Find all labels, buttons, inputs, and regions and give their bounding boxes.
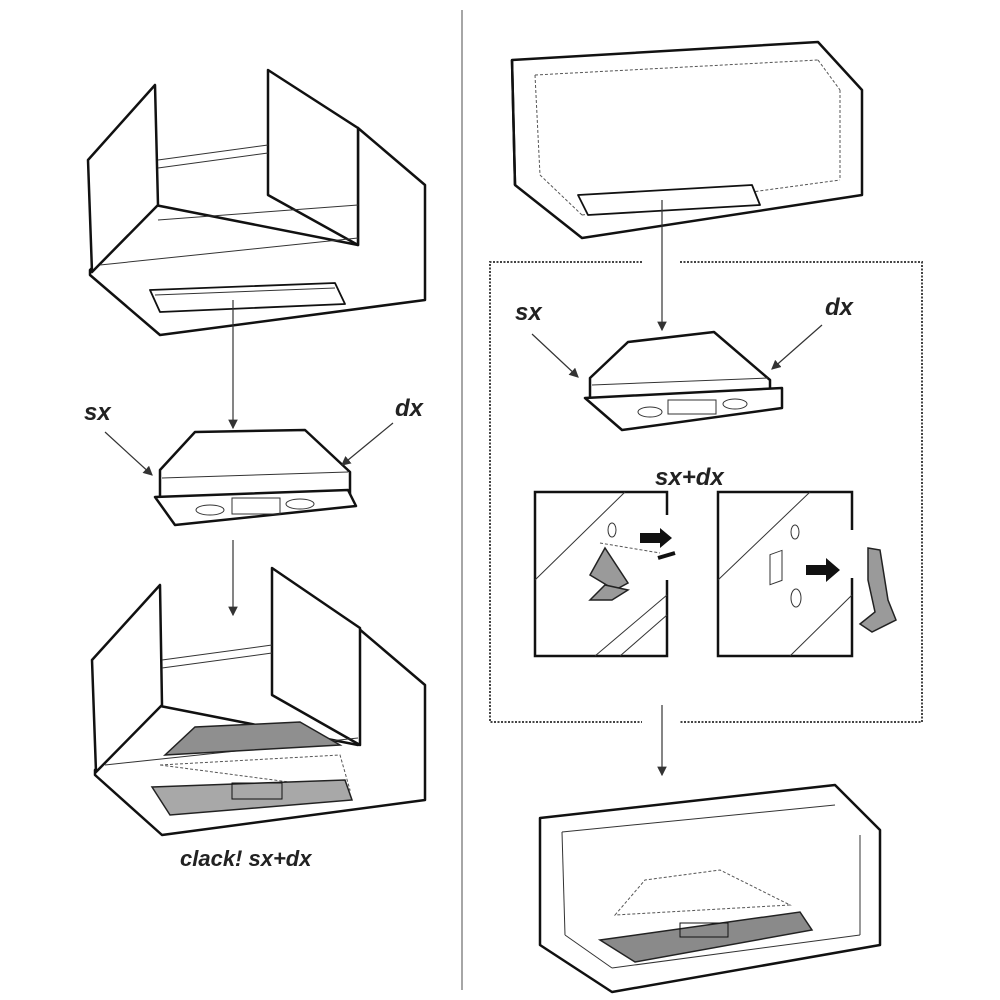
hood-unit	[153, 428, 358, 527]
clip-icon	[858, 547, 897, 633]
cabinet-open-empty	[86, 68, 427, 337]
cabinet-installed	[90, 566, 427, 837]
arrow-right-icon	[640, 528, 672, 548]
detail-remove-screw	[533, 490, 676, 658]
cabinet-closed-empty	[510, 40, 864, 240]
label-dx: dx	[825, 294, 855, 321]
label-dx: dx	[395, 395, 425, 422]
arrow-sx	[104, 431, 153, 476]
detail-caption: sx+dx	[655, 464, 725, 491]
caption-clack: clack! sx+dx	[180, 846, 312, 871]
arrow-right-icon	[806, 558, 840, 582]
label-sx: sx	[515, 299, 543, 326]
detail-remove-clip	[716, 490, 897, 658]
arrow-dx	[771, 324, 823, 370]
screw-icon	[657, 551, 676, 560]
label-sx: sx	[84, 399, 112, 426]
arrow-sx	[531, 333, 579, 378]
hood-unit	[583, 330, 784, 432]
cabinet-closed-installed	[538, 783, 882, 994]
arrow-dx	[341, 422, 394, 466]
detail-frame	[489, 261, 923, 723]
